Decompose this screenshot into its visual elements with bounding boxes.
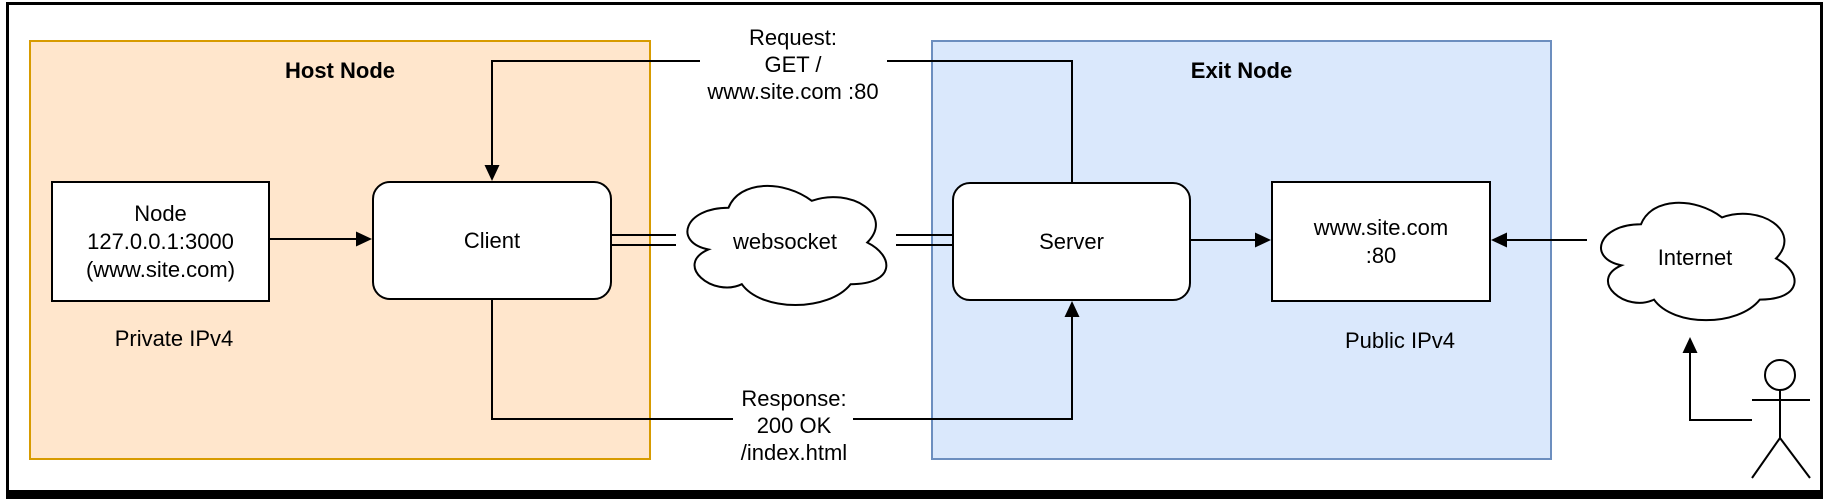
node-box-line2: 127.0.0.1:3000 — [87, 228, 234, 254]
client-box: Client — [372, 181, 612, 300]
server-box: Server — [952, 182, 1191, 301]
site-box-line2: :80 — [1365, 242, 1397, 268]
site-box: www.site.com :80 — [1271, 181, 1491, 302]
user-to-internet-arrow — [1682, 337, 1752, 421]
websocket-cloud-shape — [687, 186, 886, 305]
client-label: Client — [463, 227, 521, 253]
request-label-line2: GET / — [764, 52, 822, 77]
node-box-line1: Node — [134, 200, 187, 226]
response-arrow — [491, 300, 1080, 420]
site-box-line1: www.site.com — [1313, 214, 1449, 240]
internet-cloud-shape — [1601, 203, 1795, 320]
request-label-line1: Request: — [748, 25, 838, 50]
user-stick-figure — [1751, 359, 1811, 479]
node-box-line3: (www.site.com) — [85, 256, 236, 282]
response-edge-label: Response: 200 OK /index.html — [664, 385, 924, 466]
response-label-line2: 200 OK — [756, 413, 832, 438]
response-label-line3: /index.html — [740, 440, 848, 465]
exit-node-title: Exit Node — [1190, 58, 1293, 83]
client-websocket-link — [612, 234, 676, 246]
internet-cloud-label: Internet — [1657, 245, 1733, 270]
internet-to-site-arrow — [1491, 232, 1587, 248]
node-to-client-arrow — [270, 231, 372, 247]
host-node-title: Host Node — [285, 58, 395, 83]
diagram-frame — [6, 2, 1823, 499]
request-edge-label: Request: GET / www.site.com :80 — [663, 24, 923, 105]
server-label: Server — [1039, 228, 1104, 254]
node-box: Node 127.0.0.1:3000 (www.site.com) — [51, 181, 270, 302]
server-to-site-arrow — [1191, 232, 1271, 248]
websocket-server-link — [896, 234, 952, 246]
private-ipv4-caption: Private IPv4 — [114, 326, 234, 351]
user-head — [1764, 359, 1796, 391]
request-label-line3: www.site.com :80 — [707, 79, 879, 104]
websocket-cloud-label: websocket — [733, 229, 837, 254]
request-arrow — [484, 60, 1073, 182]
public-ipv4-caption: Public IPv4 — [1344, 328, 1456, 353]
response-label-line1: Response: — [741, 386, 847, 411]
